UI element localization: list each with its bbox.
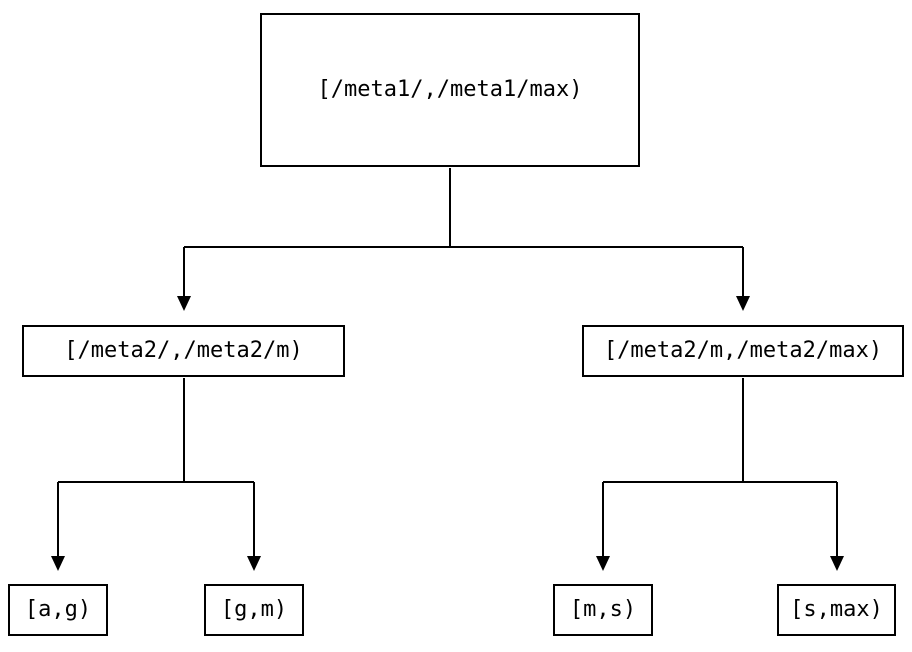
node-root: [/meta1/,/meta1/max)	[260, 13, 640, 167]
node-leaf-ag: [a,g)	[8, 584, 108, 636]
node-leaf-smax: [s,max)	[777, 584, 896, 636]
node-leaf-smax-label: [s,max)	[790, 597, 883, 622]
node-left-child: [/meta2/,/meta2/m)	[22, 325, 345, 377]
node-leaf-ms: [m,s)	[553, 584, 653, 636]
node-left-child-label: [/meta2/,/meta2/m)	[64, 338, 303, 363]
arrowhead-to-leaf-ms	[596, 556, 610, 571]
node-leaf-ms-label: [m,s)	[569, 597, 637, 622]
node-leaf-ag-label: [a,g)	[24, 597, 92, 622]
node-right-child-label: [/meta2/m,/meta2/max)	[603, 338, 883, 363]
arrowhead-to-leaf-gm	[247, 556, 261, 571]
arrowhead-to-left-node	[177, 296, 191, 311]
node-root-label: [/meta1/,/meta1/max)	[317, 77, 583, 102]
arrowhead-to-right-node	[736, 296, 750, 311]
node-leaf-gm: [g,m)	[204, 584, 304, 636]
arrowhead-to-leaf-smax	[830, 556, 844, 571]
node-right-child: [/meta2/m,/meta2/max)	[582, 325, 904, 377]
node-leaf-gm-label: [g,m)	[220, 597, 288, 622]
arrowhead-to-leaf-ag	[51, 556, 65, 571]
